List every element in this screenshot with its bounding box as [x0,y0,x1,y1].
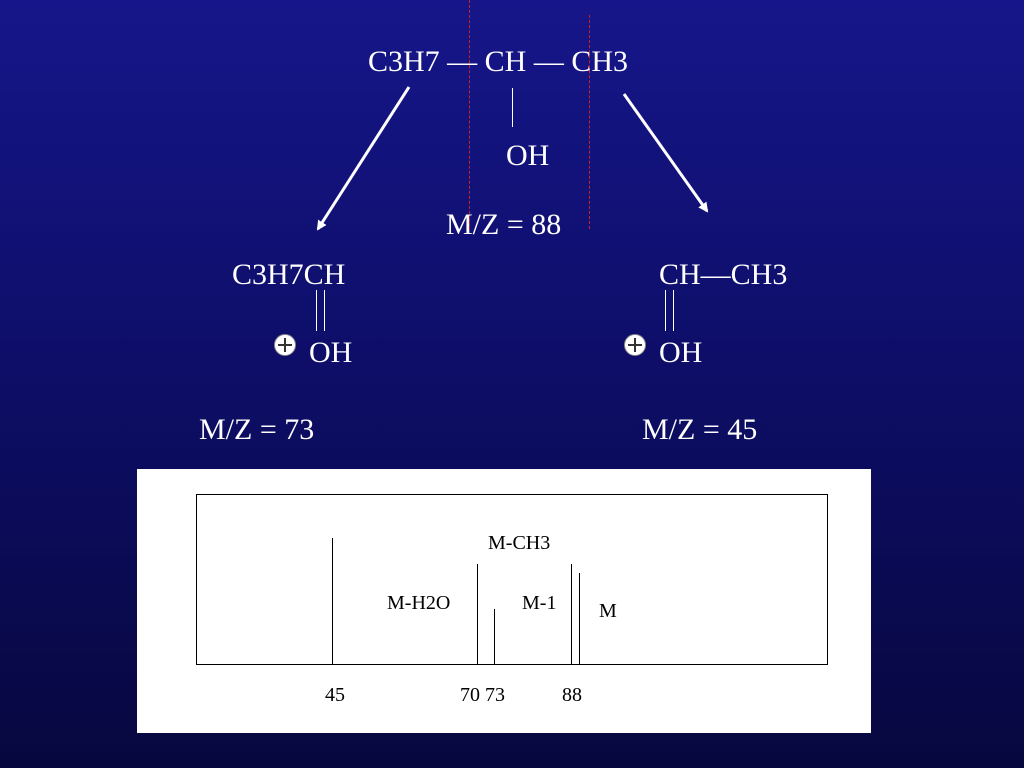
peak-88 [579,573,580,665]
peak-73 [494,609,495,665]
x-label-88: 88 [562,684,582,706]
left-fragment-oh: OH [309,336,353,369]
peak-label-m-h2o: M-H2O [387,592,451,614]
arrow-left [316,86,411,231]
left-double-bond-b [324,290,325,331]
cleavage-line-left [469,0,470,229]
right-double-bond-a [665,290,666,331]
left-double-bond-a [316,290,317,331]
x-label-45: 45 [325,684,345,706]
peak-45 [332,538,333,665]
left-fragment-mz: M/Z = 73 [199,413,315,446]
fragmentation-arrows [316,86,709,231]
cleavage-line-right [589,15,590,229]
positive-charge-icon [624,334,646,356]
left-fragment-formula: C3H7CH [232,258,346,291]
spectrum-plot-frame [196,494,828,665]
peak-87 [571,564,572,665]
peak-label-m: M [599,600,617,622]
right-fragment-mz: M/Z = 45 [642,413,758,446]
right-fragment-oh: OH [659,336,703,369]
x-label-70-73: 70 73 [460,684,505,706]
right-fragment-formula: CH—CH3 [659,258,788,291]
mass-spectrum-panel: M-CH3 M-H2O M-1 M 45 70 73 88 [137,469,871,733]
parent-formula: C3H7 — CH — CH3 [368,45,629,78]
arrow-right [622,93,709,213]
positive-charge-icon [274,334,296,356]
peak-label-m-1: M-1 [522,592,557,614]
parent-oh-label: OH [506,139,550,172]
peak-70 [477,564,478,665]
parent-mz-label: M/Z = 88 [446,208,562,241]
peak-label-m-ch3: M-CH3 [488,532,551,554]
parent-oh-bond [512,88,513,127]
right-double-bond-b [673,290,674,331]
